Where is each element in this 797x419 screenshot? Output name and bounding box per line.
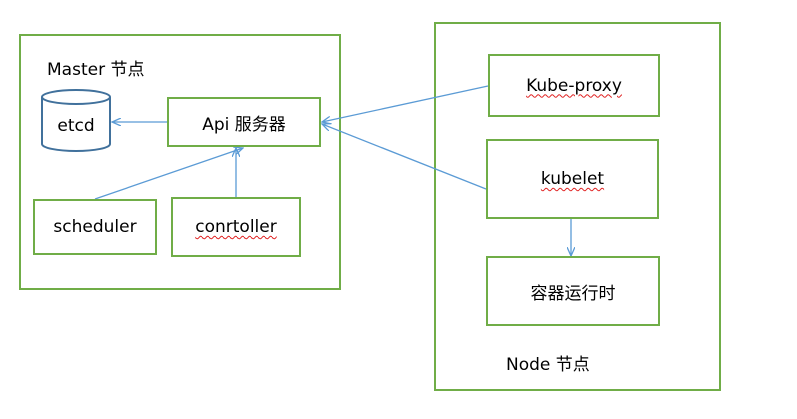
kube-proxy-label: Kube-proxy [526, 75, 622, 96]
worker-node-label: Node 节点 [506, 355, 590, 375]
worker-node-panel [434, 22, 721, 391]
scheduler-box: scheduler [33, 199, 157, 255]
container-runtime-label: 容器运行时 [530, 283, 616, 304]
controller-label: conrtoller [195, 217, 277, 237]
scheduler-label: scheduler [53, 217, 137, 237]
master-node-panel [19, 34, 341, 290]
etcd-label: etcd [57, 116, 95, 136]
master-node-label: Master 节点 [47, 60, 145, 80]
etcd-cylinder [41, 89, 111, 152]
arrow-scheduler-to-api [94, 148, 243, 200]
container-runtime-box: 容器运行时 [486, 256, 660, 326]
kubelet-box: kubelet [486, 139, 659, 219]
controller-box: conrtoller [171, 197, 301, 257]
api-server-box: Api 服务器 [167, 97, 321, 147]
kube-proxy-box: Kube-proxy [488, 54, 660, 117]
arrow-kubelet-to-api [322, 124, 487, 190]
kubelet-label: kubelet [540, 169, 605, 189]
api-server-label: Api 服务器 [202, 114, 286, 135]
arrow-kubeproxy-to-api [322, 85, 489, 122]
